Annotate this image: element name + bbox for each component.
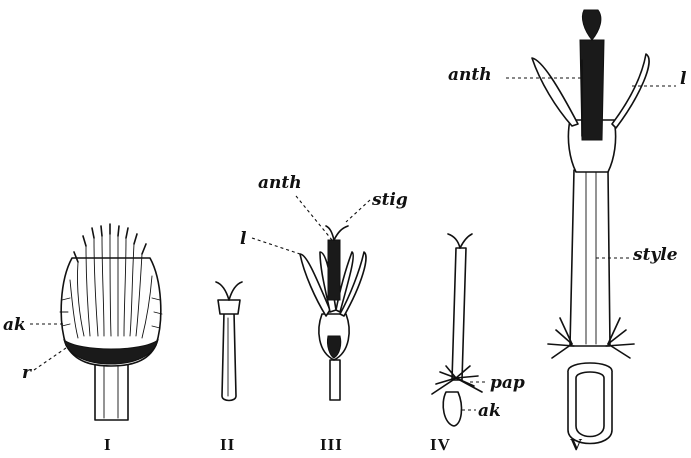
label-style: style: [632, 245, 678, 265]
label-l: l: [240, 229, 247, 249]
label-anth: anth: [258, 173, 302, 193]
numeral-ii: II: [220, 435, 235, 454]
label-anth-v: anth: [448, 65, 492, 85]
label-r: r: [22, 363, 32, 383]
figure-iv-floret-pappus: pap ak: [432, 234, 525, 426]
numeral-v: V: [570, 435, 583, 454]
label-ak: ak: [3, 315, 26, 335]
numeral-iii: III: [320, 435, 343, 454]
label-stig: stig: [371, 190, 408, 210]
figure-i-flower-head: ak r: [3, 224, 162, 420]
numeral-i: I: [104, 435, 112, 454]
label-l-v: l: [680, 69, 687, 89]
label-ak-iv: ak: [478, 401, 501, 421]
figure-v-floret-section: anth l style: [448, 10, 687, 444]
numeral-iv: IV: [430, 435, 451, 454]
figure-iii-open-floret: anth stig l: [240, 173, 408, 400]
label-pap: pap: [490, 373, 525, 393]
figure-ii-floret: [216, 282, 242, 401]
